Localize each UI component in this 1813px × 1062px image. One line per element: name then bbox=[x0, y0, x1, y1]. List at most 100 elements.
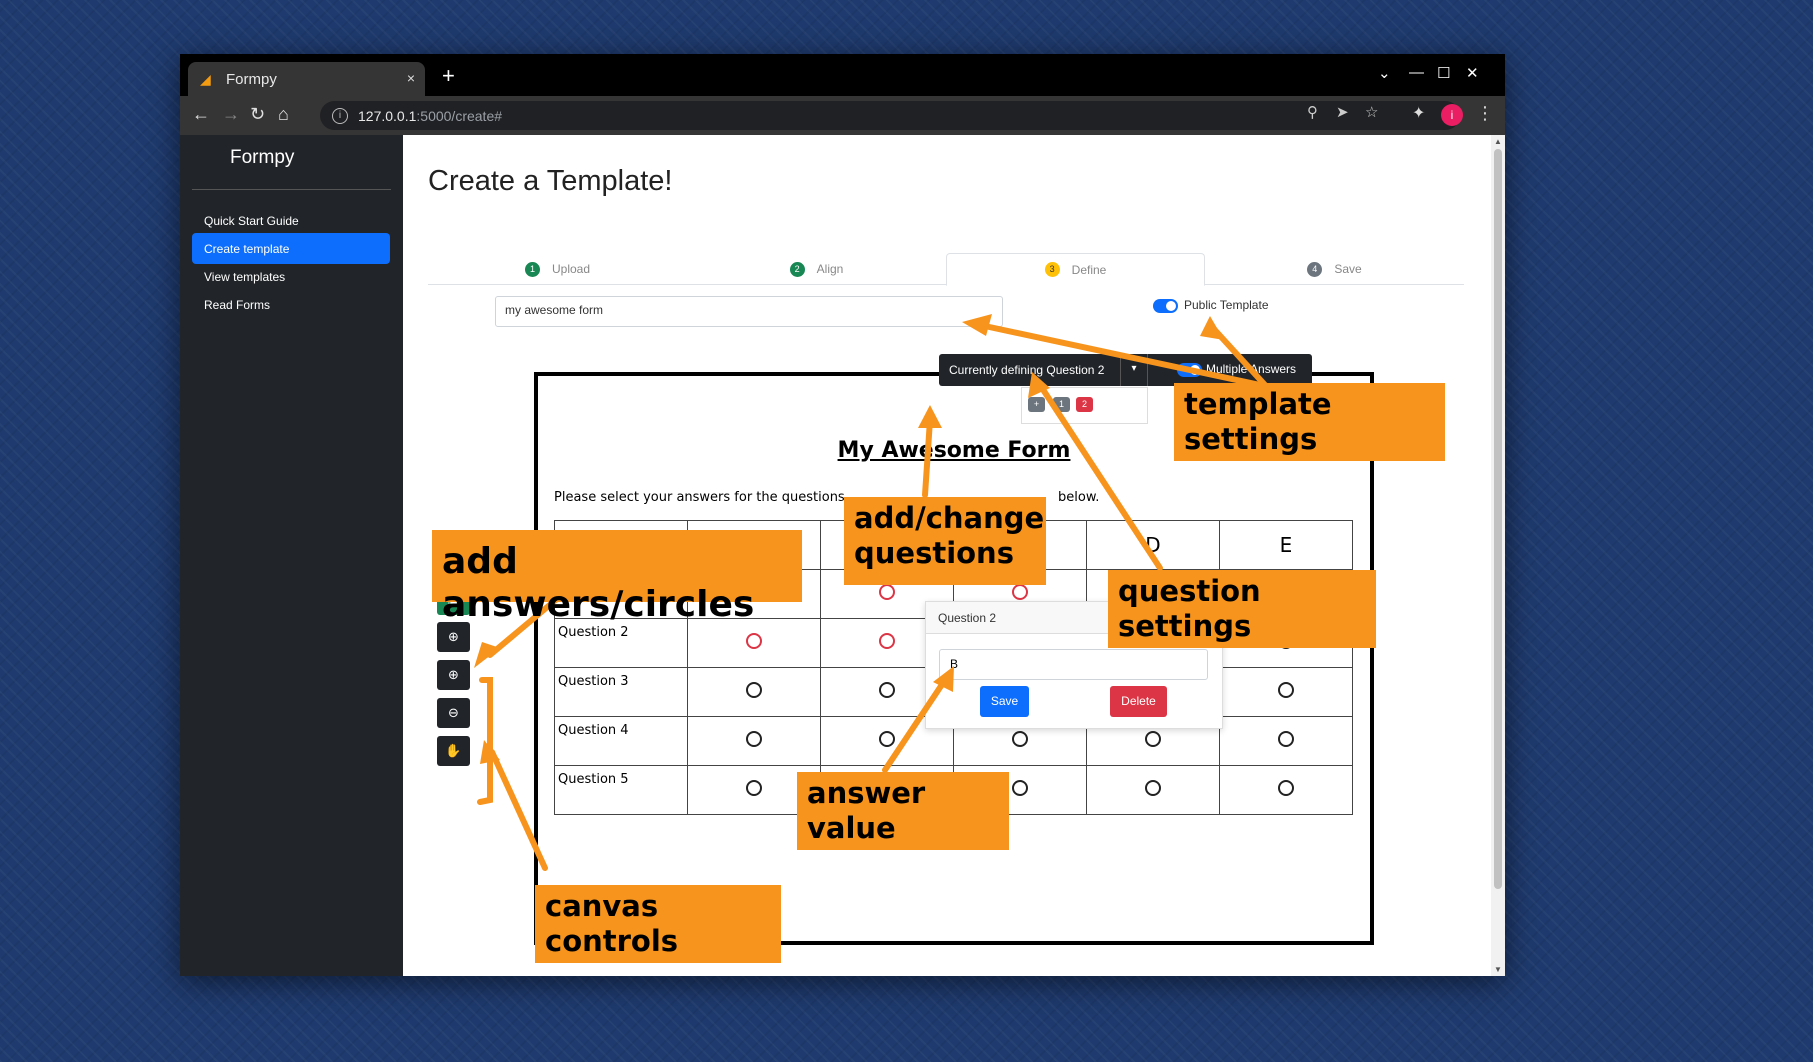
step-number-badge: 4 bbox=[1307, 261, 1323, 277]
answer-cell bbox=[1219, 765, 1353, 815]
page: Formpy Quick Start Guide Create template… bbox=[180, 135, 1505, 976]
url-host: 127.0.0.1 bbox=[358, 107, 417, 124]
zoom-out-icon: ⊖ bbox=[448, 705, 459, 720]
callout-question-settings: question settings bbox=[1108, 570, 1376, 648]
url-path: :5000/create# bbox=[416, 107, 503, 124]
bookmark-star-icon[interactable]: ☆ bbox=[1365, 104, 1379, 121]
step-define[interactable]: 3 Define bbox=[946, 253, 1205, 286]
answer-cell bbox=[687, 667, 821, 717]
public-template-label: Public Template bbox=[1184, 298, 1269, 312]
save-answer-button[interactable]: Save bbox=[980, 686, 1029, 717]
answer-circle-defined[interactable] bbox=[1012, 584, 1028, 600]
answer-circle[interactable] bbox=[746, 731, 762, 747]
toggle-switch[interactable] bbox=[1153, 298, 1178, 313]
step-label: Upload bbox=[551, 262, 591, 276]
answer-circle[interactable] bbox=[1278, 780, 1294, 796]
question-label: Question 2 bbox=[554, 618, 688, 668]
answer-cell bbox=[687, 716, 821, 766]
new-tab-button[interactable]: + bbox=[442, 63, 455, 88]
template-name-input[interactable]: my awesome form bbox=[495, 296, 1003, 327]
answer-circle[interactable] bbox=[1012, 780, 1028, 796]
tab-strip: ◢ Formpy × + ⌄ — ☐ ✕ bbox=[180, 54, 1505, 96]
tab-close-icon[interactable]: × bbox=[406, 70, 415, 86]
forward-icon[interactable]: → bbox=[222, 104, 240, 124]
answer-circle-defined[interactable] bbox=[879, 584, 895, 600]
question-chip-1[interactable]: 1 bbox=[1053, 397, 1070, 412]
profile-avatar[interactable]: i bbox=[1441, 104, 1463, 126]
brand-title[interactable]: Formpy bbox=[230, 147, 295, 168]
answer-circle[interactable] bbox=[746, 780, 762, 796]
question-toolbar: Currently defining Question 2 ▾ Multiple… bbox=[939, 354, 1312, 386]
tab-search-icon[interactable]: ⌄ bbox=[1378, 65, 1391, 82]
callout-template-settings: template settings bbox=[1174, 383, 1445, 461]
add-answer-button[interactable]: ⊕ bbox=[437, 622, 470, 652]
step-tabs: 1 Upload 2 Align 3 Define 4 Save bbox=[428, 253, 1464, 286]
back-icon[interactable]: ← bbox=[192, 104, 210, 124]
sidebar-item-quick-start[interactable]: Quick Start Guide bbox=[204, 214, 299, 228]
answer-cell bbox=[1219, 667, 1353, 717]
sidebar-divider bbox=[192, 189, 391, 190]
step-align[interactable]: 2 Align bbox=[687, 253, 946, 285]
current-question-label: Currently defining Question 2 bbox=[949, 363, 1105, 377]
sidebar-item-view-templates[interactable]: View templates bbox=[204, 270, 286, 284]
callout-add-change-questions: add/change questions bbox=[844, 497, 1046, 585]
answer-circle[interactable] bbox=[1278, 682, 1294, 698]
zoom-out-button[interactable]: ⊖ bbox=[437, 698, 470, 728]
answer-circle[interactable] bbox=[746, 682, 762, 698]
public-template-toggle[interactable]: Public Template bbox=[1153, 298, 1269, 313]
page-scrollbar[interactable]: ▲ ▼ bbox=[1491, 135, 1505, 976]
step-number-badge: 2 bbox=[789, 261, 805, 277]
scroll-up-icon[interactable]: ▲ bbox=[1494, 137, 1502, 146]
maximize-icon[interactable]: ☐ bbox=[1437, 65, 1451, 82]
delete-answer-button[interactable]: Delete bbox=[1110, 686, 1167, 717]
callout-answer-value: answer value bbox=[797, 772, 1009, 850]
reload-icon[interactable]: ↻ bbox=[250, 104, 266, 124]
pan-button[interactable]: ✋ bbox=[437, 736, 470, 766]
formpy-favicon-icon: ◢ bbox=[200, 71, 211, 87]
answer-circle[interactable] bbox=[879, 682, 895, 698]
step-upload[interactable]: 1 Upload bbox=[428, 253, 687, 285]
answer-circle[interactable] bbox=[1145, 780, 1161, 796]
browser-menu-icon[interactable]: ⋮ bbox=[1476, 103, 1494, 123]
grid-column-header: E bbox=[1219, 520, 1353, 570]
step-label: Align bbox=[816, 262, 844, 276]
scrollbar-thumb[interactable] bbox=[1494, 149, 1502, 889]
address-bar[interactable]: i 127.0.0.1:5000/create# bbox=[320, 101, 1460, 130]
site-info-icon[interactable]: i bbox=[332, 107, 348, 124]
answer-circle[interactable] bbox=[1012, 731, 1028, 747]
browser-tab[interactable]: ◢ Formpy × bbox=[188, 62, 425, 96]
callout-canvas-controls: canvas controls bbox=[535, 885, 781, 963]
answer-circle[interactable] bbox=[879, 731, 895, 747]
scroll-down-icon[interactable]: ▼ bbox=[1494, 965, 1502, 974]
toggle-switch[interactable] bbox=[1177, 362, 1202, 377]
question-chip-2[interactable]: 2 bbox=[1076, 397, 1093, 412]
close-window-icon[interactable]: ✕ bbox=[1466, 65, 1479, 82]
step-label: Save bbox=[1334, 262, 1362, 276]
zoom-icon[interactable]: ⚲ bbox=[1307, 104, 1318, 121]
extensions-icon[interactable]: ✦ bbox=[1412, 105, 1426, 122]
page-title: Create a Template! bbox=[428, 165, 673, 197]
browser-toolbar: ← → ↻ ⌂ i 127.0.0.1:5000/create# ⚲ ➤ ☆ ✦… bbox=[180, 96, 1505, 135]
add-question-button[interactable]: + bbox=[1028, 397, 1045, 412]
home-icon[interactable]: ⌂ bbox=[278, 104, 289, 124]
step-number-badge: 1 bbox=[524, 261, 540, 277]
question-label: Question 4 bbox=[554, 716, 688, 766]
sidebar-item-read-forms[interactable]: Read Forms bbox=[204, 298, 271, 312]
question-dropdown-caret-icon[interactable]: ▾ bbox=[1120, 354, 1148, 386]
sidebar-item-create-template[interactable]: Create template bbox=[192, 233, 390, 264]
instruction-left: Please select your answers for the quest… bbox=[554, 490, 845, 505]
answer-cell bbox=[1219, 716, 1353, 766]
zoom-in-button[interactable]: ⊕ bbox=[437, 660, 470, 690]
minimize-icon[interactable]: — bbox=[1409, 64, 1424, 81]
answer-cell bbox=[1086, 765, 1220, 815]
answer-circle-defined[interactable] bbox=[746, 633, 762, 649]
step-number-badge: 3 bbox=[1044, 262, 1060, 277]
answer-circle-defined[interactable] bbox=[879, 633, 895, 649]
multiple-answers-toggle[interactable]: Multiple Answers bbox=[1177, 362, 1296, 377]
answer-circle[interactable] bbox=[1278, 731, 1294, 747]
answer-value-input[interactable]: B bbox=[939, 649, 1208, 680]
answer-circle[interactable] bbox=[1145, 731, 1161, 747]
step-save[interactable]: 4 Save bbox=[1205, 253, 1464, 285]
send-icon[interactable]: ➤ bbox=[1336, 104, 1349, 121]
question-label: Question 5 bbox=[554, 765, 688, 815]
